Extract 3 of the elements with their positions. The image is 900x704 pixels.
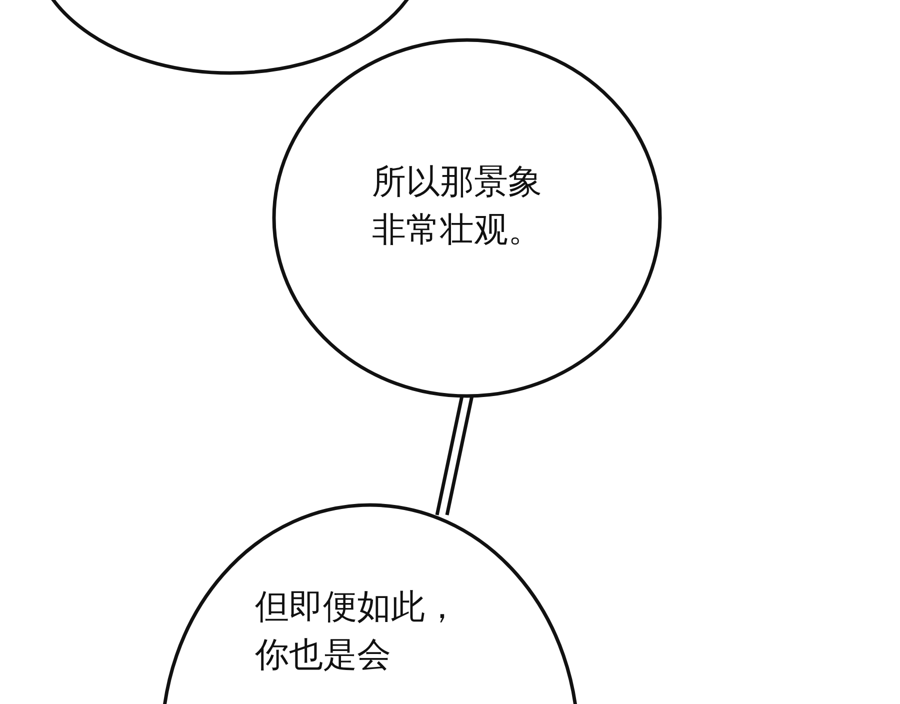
dialogue-text: 但即便如此，你也是会 (255, 586, 460, 677)
speech-bubble (272, 38, 662, 398)
dialogue-text: 所以那景象非常壮观。 (372, 161, 543, 252)
